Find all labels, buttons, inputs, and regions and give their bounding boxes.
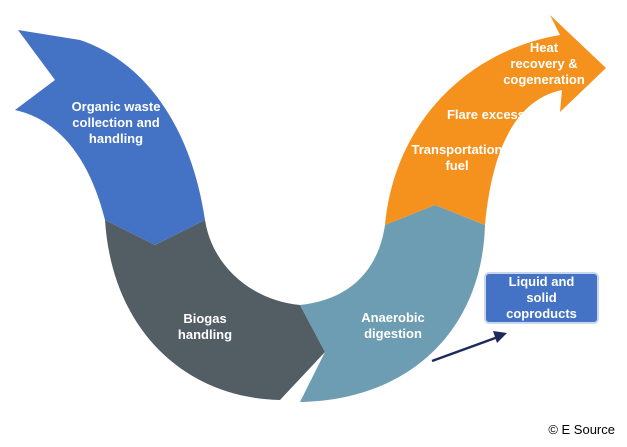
digestion-segment	[300, 205, 485, 402]
coproducts-label: Liquid and solid coproducts	[506, 274, 577, 321]
outputs-segment	[385, 15, 606, 225]
collection-segment	[15, 30, 205, 245]
heat-recovery-label: Heat recovery & cogeneration	[503, 40, 585, 87]
transportation-fuel-label: Transportation fuel	[411, 142, 503, 173]
coproducts-arrow	[431, 335, 499, 363]
biogas-label: Biogas handling	[177, 311, 233, 342]
coproducts-arrowhead	[493, 331, 507, 343]
digestion-label: Anaerobic digestion	[361, 310, 425, 341]
coproducts-box: Liquid and solid coproducts	[484, 272, 599, 324]
biogas-segment	[105, 220, 325, 400]
flare-excess-label: Flare excess	[446, 107, 526, 122]
copyright-notice: © E Source	[548, 422, 615, 437]
collection-label: Organic waste collection and handling	[71, 99, 161, 146]
